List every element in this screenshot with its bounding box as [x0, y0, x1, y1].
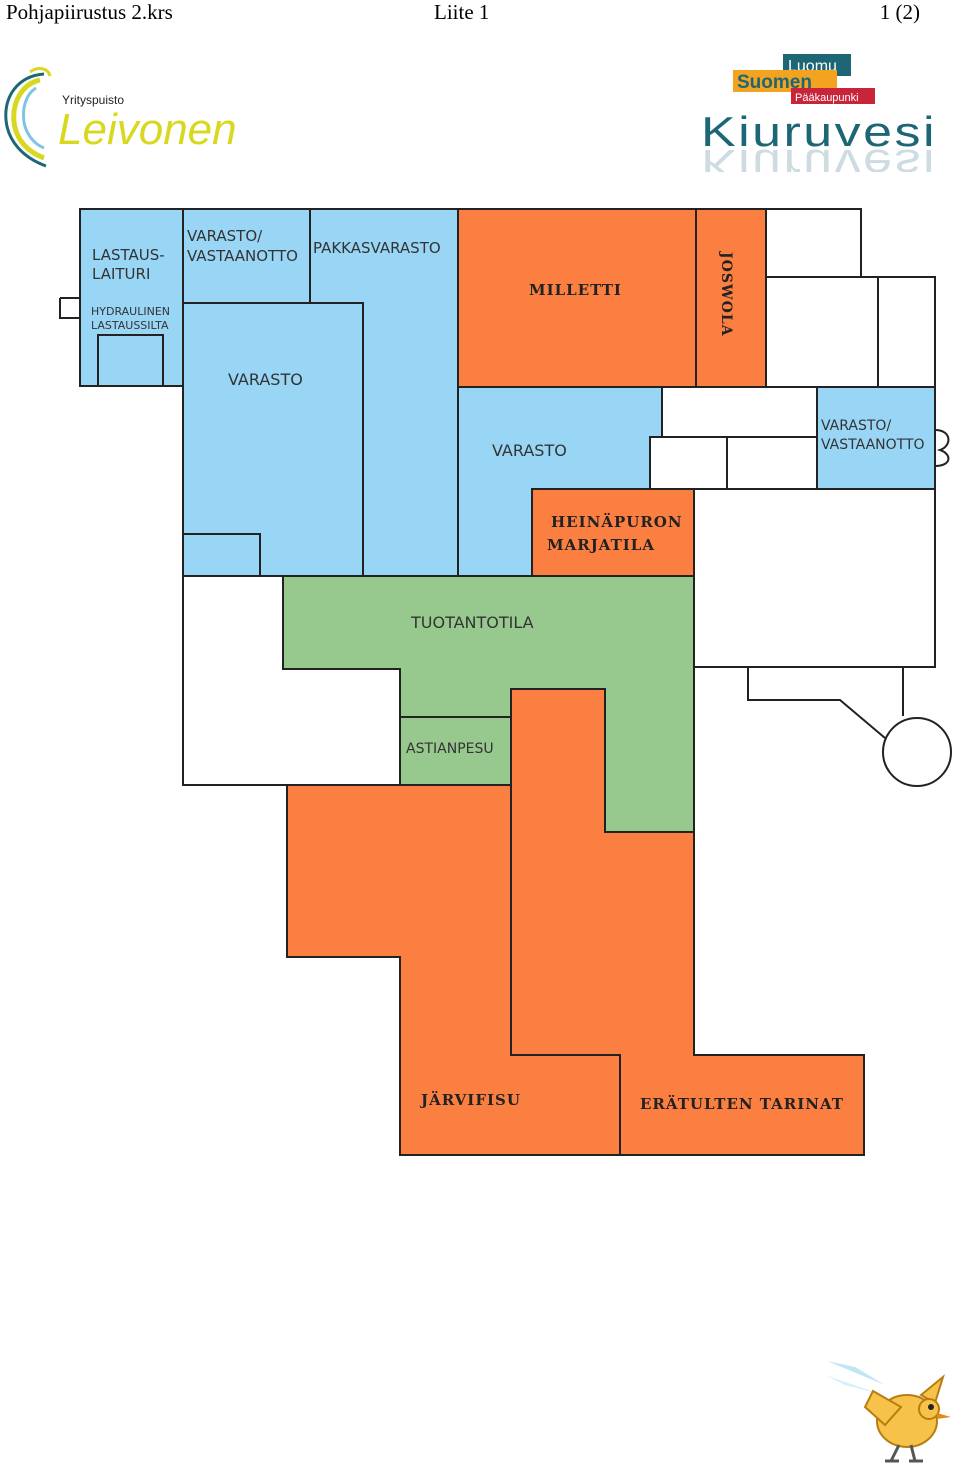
attachment-label: Liite 1 [434, 0, 490, 24]
room-small-blue [182, 533, 261, 577]
kiuruvesi-text: Kiuruvesi [701, 108, 937, 155]
document-title: Pohjapiirustus 2.krs [6, 0, 173, 24]
label-varasto-slash-right: VARASTO/ [821, 418, 891, 434]
room-white-7 [693, 488, 936, 668]
room-joswola [695, 208, 767, 388]
suomen-badge [733, 70, 837, 92]
label-marjatila: MARJATILA [547, 536, 655, 554]
paakaupunki-text: Pääkaupunki [795, 92, 859, 104]
entry-path [747, 667, 886, 739]
label-varasto-left: VARASTO [228, 370, 303, 389]
page-number: 1 (2) [879, 0, 920, 24]
room-white-4 [661, 386, 818, 438]
label-lastaussilta: LASTAUSSILTA [91, 319, 169, 332]
label-heinapuron: HEINÄPURON [551, 512, 683, 531]
suomen-text: Suomen [737, 72, 812, 93]
label-milletti: MILLETTI [529, 281, 622, 299]
leivonen-swoosh-icon [4, 67, 52, 168]
label-vastaanotto-right: VASTAANOTTO [821, 437, 925, 453]
room-eratulten-tarinat [510, 688, 865, 1156]
room-varasto-vastaanotto-right [816, 386, 936, 490]
label-joswola: JOSWOLA [718, 250, 734, 337]
room-white-3 [877, 276, 936, 388]
bird-illustration [825, 1361, 951, 1463]
door-mark-left [59, 297, 80, 319]
kiuruvesi-reflection: Kiuruvesi [701, 141, 937, 172]
kiuruvesi-logo: Luomu Suomen Pääkaupunki Kiuruvesi Kiuru… [701, 54, 937, 172]
label-vastaanotto: VASTAANOTTO [187, 247, 298, 265]
room-astianpesu [399, 716, 512, 786]
leivonen-logo: Yrityspuisto Leivonen [4, 67, 237, 168]
leivonen-small-text: Yrityspuisto [62, 93, 124, 107]
room-varasto-left [182, 302, 364, 577]
label-varasto-center: VARASTO [492, 441, 567, 460]
label-tuotantotila: TUOTANTOTILA [410, 613, 534, 632]
bird-icon [825, 1361, 951, 1463]
label-varasto-slash: VARASTO/ [187, 227, 263, 245]
label-lastaus: LASTAUS- [92, 246, 165, 264]
room-white-2 [765, 276, 879, 388]
label-pakkasvarasto: PAKKASVARASTO [313, 239, 441, 257]
label-eratulten-tarinat: ERÄTULTEN TARINAT [640, 1094, 844, 1113]
leivonen-big-text: Leivonen [58, 105, 237, 154]
room-milletti [457, 208, 697, 388]
room-white-6 [726, 436, 818, 490]
label-hydraulinen: HYDRAULINEN [91, 305, 170, 318]
round-room [882, 717, 952, 787]
room-hydraulic-lift [97, 334, 164, 387]
label-laituri: LAITURI [92, 265, 150, 283]
room-white-5 [649, 436, 728, 490]
label-jarvifisu: JÄRVIFISU [419, 1090, 521, 1109]
paakaupunki-badge [791, 88, 875, 104]
room-heinapuron-marjatila [531, 488, 695, 577]
door-mark-right [934, 429, 950, 467]
room-white-1 [765, 208, 862, 278]
label-astianpesu: ASTIANPESU [406, 741, 494, 757]
